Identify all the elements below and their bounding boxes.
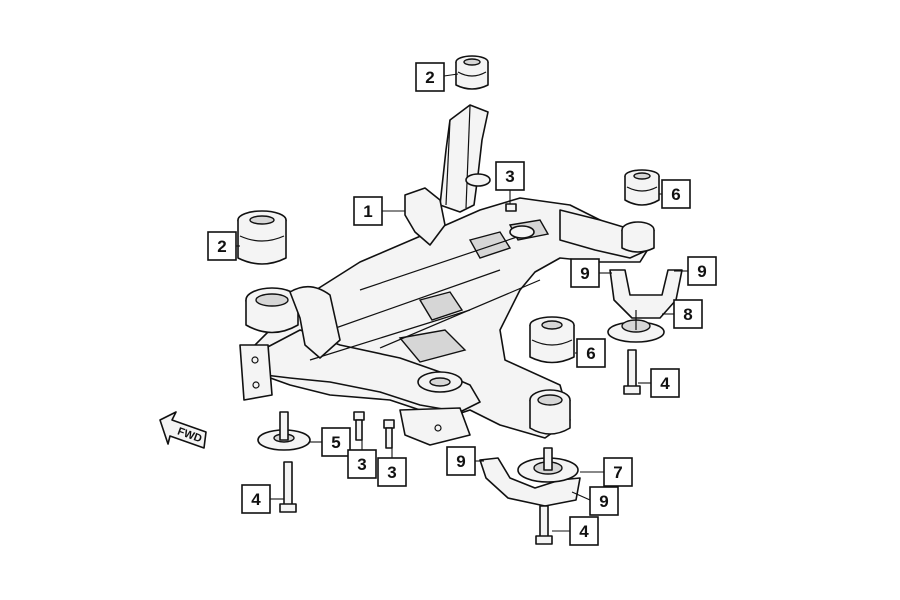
callout-1-label: 1 <box>363 202 372 221</box>
callout-3-top-label: 3 <box>505 167 514 186</box>
bolt-small-center-1 <box>353 411 365 441</box>
callout-9-lower-left-label: 9 <box>456 452 465 471</box>
callout-9-lower-right: 9 <box>589 486 619 516</box>
bushing-upper-right <box>624 169 660 206</box>
callout-6-middle: 6 <box>576 338 606 368</box>
callout-5: 5 <box>321 427 351 457</box>
callout-9-upper-right-label: 9 <box>697 262 706 281</box>
callout-4-lower-left-label: 4 <box>251 490 261 509</box>
bolt-right <box>623 349 641 395</box>
bolt-small-top <box>505 203 517 212</box>
bolt-small-center-2 <box>383 419 395 449</box>
callout-2-left: 2 <box>207 231 237 261</box>
callout-9-lower-right-label: 9 <box>599 492 608 511</box>
callout-2-top-label: 2 <box>425 68 434 87</box>
callout-9-lower-left: 9 <box>446 446 476 476</box>
callout-3-center-2-label: 3 <box>387 463 396 482</box>
callout-3-center-2: 3 <box>377 457 407 487</box>
callout-4-right-label: 4 <box>660 374 670 393</box>
callout-4-bottom-label: 4 <box>579 522 589 541</box>
bolt-lower-left <box>279 461 297 513</box>
callout-8: 8 <box>673 299 703 329</box>
bushing-left <box>237 210 287 265</box>
callout-3-top: 3 <box>495 161 525 191</box>
callout-3-center-1: 3 <box>347 449 377 479</box>
callout-2-left-label: 2 <box>217 237 226 256</box>
callout-2-top: 2 <box>415 62 445 92</box>
bushing-top <box>455 55 489 90</box>
isolator-mount-upper <box>607 269 683 343</box>
callout-4-right: 4 <box>650 368 680 398</box>
isolator-lower-left <box>257 411 311 451</box>
callout-6-upper: 6 <box>661 179 691 209</box>
bolt-bottom-right <box>535 505 553 545</box>
callout-7-label: 7 <box>613 463 622 482</box>
callout-9-upper-right: 9 <box>687 256 717 286</box>
callout-3-center-1-label: 3 <box>357 455 366 474</box>
callout-6-upper-label: 6 <box>671 185 680 204</box>
callout-1: 1 <box>353 196 383 226</box>
forward-arrow: FWD <box>159 411 207 449</box>
callout-7: 7 <box>603 457 633 487</box>
callout-6-middle-label: 6 <box>586 344 595 363</box>
leader-lines <box>236 73 688 532</box>
bushing-middle-right <box>529 316 575 364</box>
callout-9-upper-left-label: 9 <box>580 264 589 283</box>
isolator-mount-lower <box>479 447 581 507</box>
front-crossmember <box>239 104 655 446</box>
callout-5-label: 5 <box>331 433 340 452</box>
callout-8-label: 8 <box>683 305 692 324</box>
callout-9-upper-left: 9 <box>570 258 600 288</box>
callout-4-lower-left: 4 <box>241 484 271 514</box>
callout-4-bottom: 4 <box>569 516 599 546</box>
